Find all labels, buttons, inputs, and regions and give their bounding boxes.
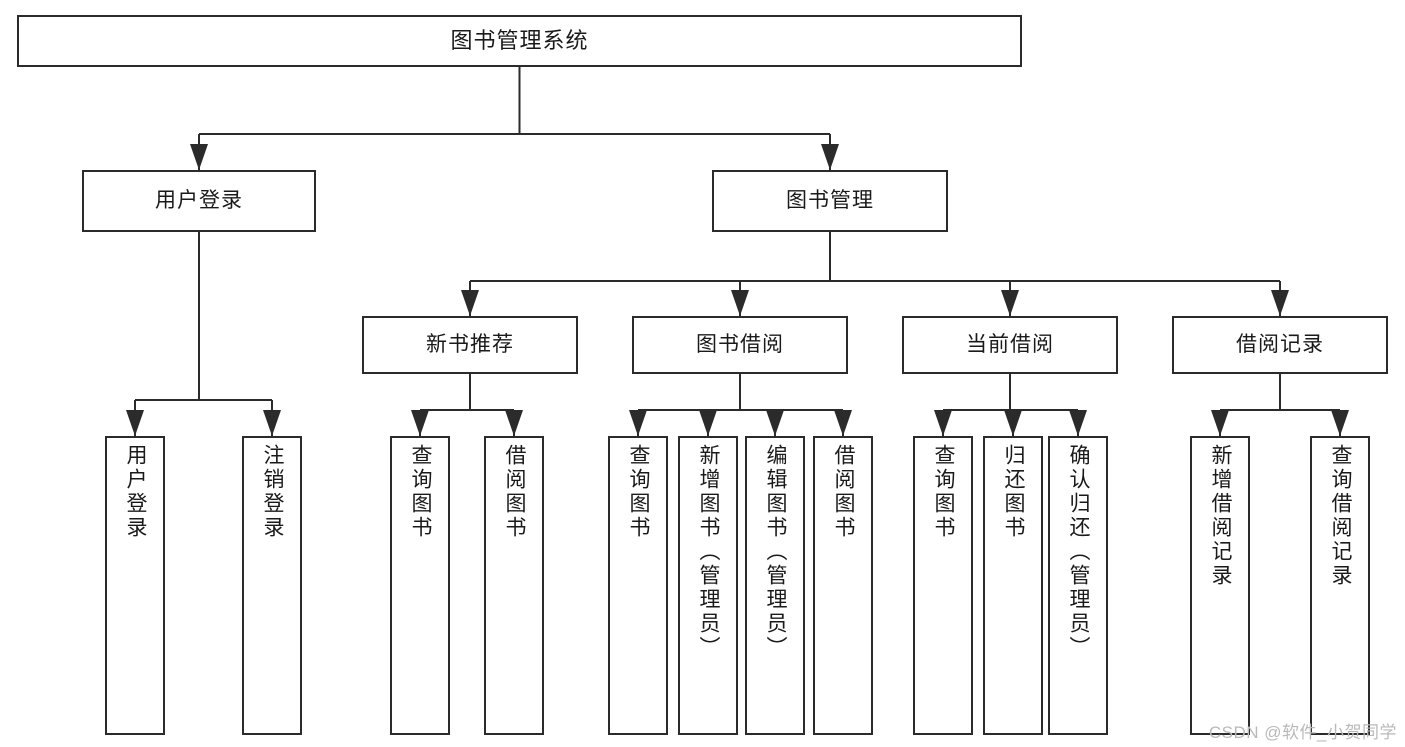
node-label-leaf-add-book: 新增图书（管理员） (697, 444, 721, 660)
node-label-borrow-record: 借阅记录 (1236, 333, 1324, 357)
edge-borrow-record-fan-arrowhead-0 (1211, 410, 1229, 436)
node-leaf-query-book-borrow[interactable]: 查询图书 (608, 436, 668, 735)
node-leaf-add-book[interactable]: 新增图书（管理员） (678, 436, 738, 735)
node-borrow-record[interactable]: 借阅记录 (1172, 316, 1388, 374)
node-label-leaf-return-book: 归还图书 (1002, 444, 1026, 540)
node-label-leaf-query-book-borrow: 查询图书 (627, 444, 651, 540)
node-leaf-query-borrow-record[interactable]: 查询借阅记录 (1310, 436, 1370, 735)
node-leaf-query-book-recommend[interactable]: 查询图书 (390, 436, 450, 735)
edge-current-borrow-fan-arrowhead-1 (1004, 410, 1022, 436)
node-label-leaf-query-book-recommend: 查询图书 (409, 444, 433, 540)
node-leaf-borrow-book[interactable]: 借阅图书 (813, 436, 873, 735)
node-book-management[interactable]: 图书管理 (712, 170, 948, 232)
edge-book-management-fan-arrowhead-1 (731, 290, 749, 316)
edge-root-fan-arrowhead-0 (190, 144, 208, 170)
edge-current-borrow-fan-arrowhead-0 (934, 410, 952, 436)
node-leaf-edit-book[interactable]: 编辑图书（管理员） (745, 436, 805, 735)
node-leaf-user-login[interactable]: 用户登录 (105, 436, 165, 735)
node-label-root: 图书管理系统 (450, 27, 589, 53)
edge-borrow-record-fan-arrowhead-1 (1331, 410, 1349, 436)
node-label-leaf-query-book-current: 查询图书 (932, 444, 956, 540)
node-label-book-management: 图书管理 (786, 189, 874, 213)
node-leaf-query-book-current[interactable]: 查询图书 (913, 436, 973, 735)
node-label-leaf-edit-book: 编辑图书（管理员） (764, 444, 788, 660)
edge-new-book-recommend-fan-arrowhead-1 (505, 410, 523, 436)
edge-book-borrow-fan-arrowhead-2 (766, 410, 784, 436)
edge-user-login-fan-arrowhead-0 (126, 410, 144, 436)
node-label-leaf-confirm-return: 确认归还（管理员） (1067, 444, 1091, 660)
edge-root-fan-arrowhead-1 (821, 144, 839, 170)
node-leaf-confirm-return[interactable]: 确认归还（管理员） (1048, 436, 1108, 735)
watermark-label: CSDN @软件_小贺同学 (1208, 723, 1397, 742)
edge-book-borrow-fan-arrowhead-1 (699, 410, 717, 436)
edge-book-management-fan-arrowhead-3 (1271, 290, 1289, 316)
node-user-login[interactable]: 用户登录 (82, 170, 316, 232)
node-leaf-borrow-book-recommend[interactable]: 借阅图书 (484, 436, 544, 735)
edge-new-book-recommend-fan-arrowhead-0 (411, 410, 429, 436)
node-leaf-logout[interactable]: 注销登录 (242, 436, 302, 735)
edge-book-management-fan-arrowhead-0 (461, 290, 479, 316)
node-label-leaf-user-login: 用户登录 (124, 444, 148, 540)
node-label-leaf-borrow-book-recommend: 借阅图书 (503, 444, 527, 540)
node-root[interactable]: 图书管理系统 (17, 15, 1022, 67)
node-label-current-borrow: 当前借阅 (966, 333, 1054, 357)
node-label-book-borrow: 图书借阅 (696, 333, 784, 357)
node-book-borrow[interactable]: 图书借阅 (632, 316, 848, 374)
edge-book-borrow-fan-arrowhead-3 (834, 410, 852, 436)
node-label-leaf-add-borrow-record: 新增借阅记录 (1209, 444, 1233, 588)
edge-user-login-fan-arrowhead-1 (263, 410, 281, 436)
node-label-leaf-query-borrow-record: 查询借阅记录 (1329, 444, 1353, 588)
node-current-borrow[interactable]: 当前借阅 (902, 316, 1118, 374)
node-label-leaf-borrow-book: 借阅图书 (832, 444, 856, 540)
node-label-user-login: 用户登录 (155, 189, 243, 213)
node-leaf-return-book[interactable]: 归还图书 (983, 436, 1043, 735)
edge-current-borrow-fan-arrowhead-2 (1069, 410, 1087, 436)
edge-book-borrow-fan-arrowhead-0 (629, 410, 647, 436)
node-leaf-add-borrow-record[interactable]: 新增借阅记录 (1190, 436, 1250, 735)
node-new-book-recommend[interactable]: 新书推荐 (362, 316, 578, 374)
edge-book-management-fan-arrowhead-2 (1001, 290, 1019, 316)
node-label-leaf-logout: 注销登录 (261, 444, 285, 540)
node-label-new-book-recommend: 新书推荐 (426, 333, 514, 357)
